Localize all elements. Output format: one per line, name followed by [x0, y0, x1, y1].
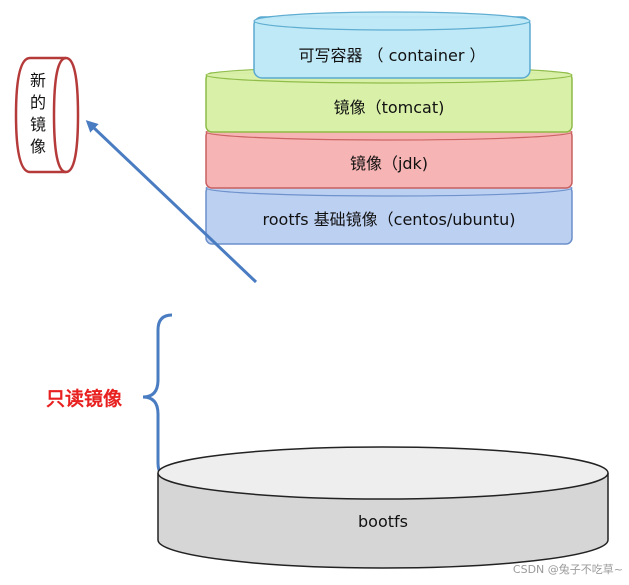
new-image-char: 像 [30, 137, 46, 156]
new-image-char: 的 [30, 93, 46, 112]
layer-container: 可写容器 （ container ） [253, 11, 531, 79]
layer-jdk: 镜像（jdk) [205, 123, 573, 189]
layer-rootfs-label: rootfs 基础镜像（centos/ubuntu) [263, 210, 516, 229]
layer-jdk-label: 镜像（jdk) [350, 154, 428, 173]
readonly-brace [142, 313, 173, 480]
new-image-char: 新 [30, 71, 46, 90]
readonly-label: 只读镜像 [46, 387, 123, 410]
bootfs-label: bootfs [358, 512, 408, 531]
layer-rootfs: rootfs 基础镜像（centos/ubuntu) [205, 179, 573, 245]
arrow-to-new-image [85, 120, 258, 284]
bootfs-cylinder: bootfs [157, 446, 609, 569]
layer-tomcat-label: 镜像（tomcat) [334, 98, 445, 117]
new-image-char: 镜 [30, 115, 46, 134]
layer-container-label: 可写容器 （ container ） [298, 46, 485, 65]
new-image-cylinder: 新 的 镜 像 [14, 56, 80, 174]
watermark: CSDN @兔子不吃草~ [512, 563, 623, 576]
